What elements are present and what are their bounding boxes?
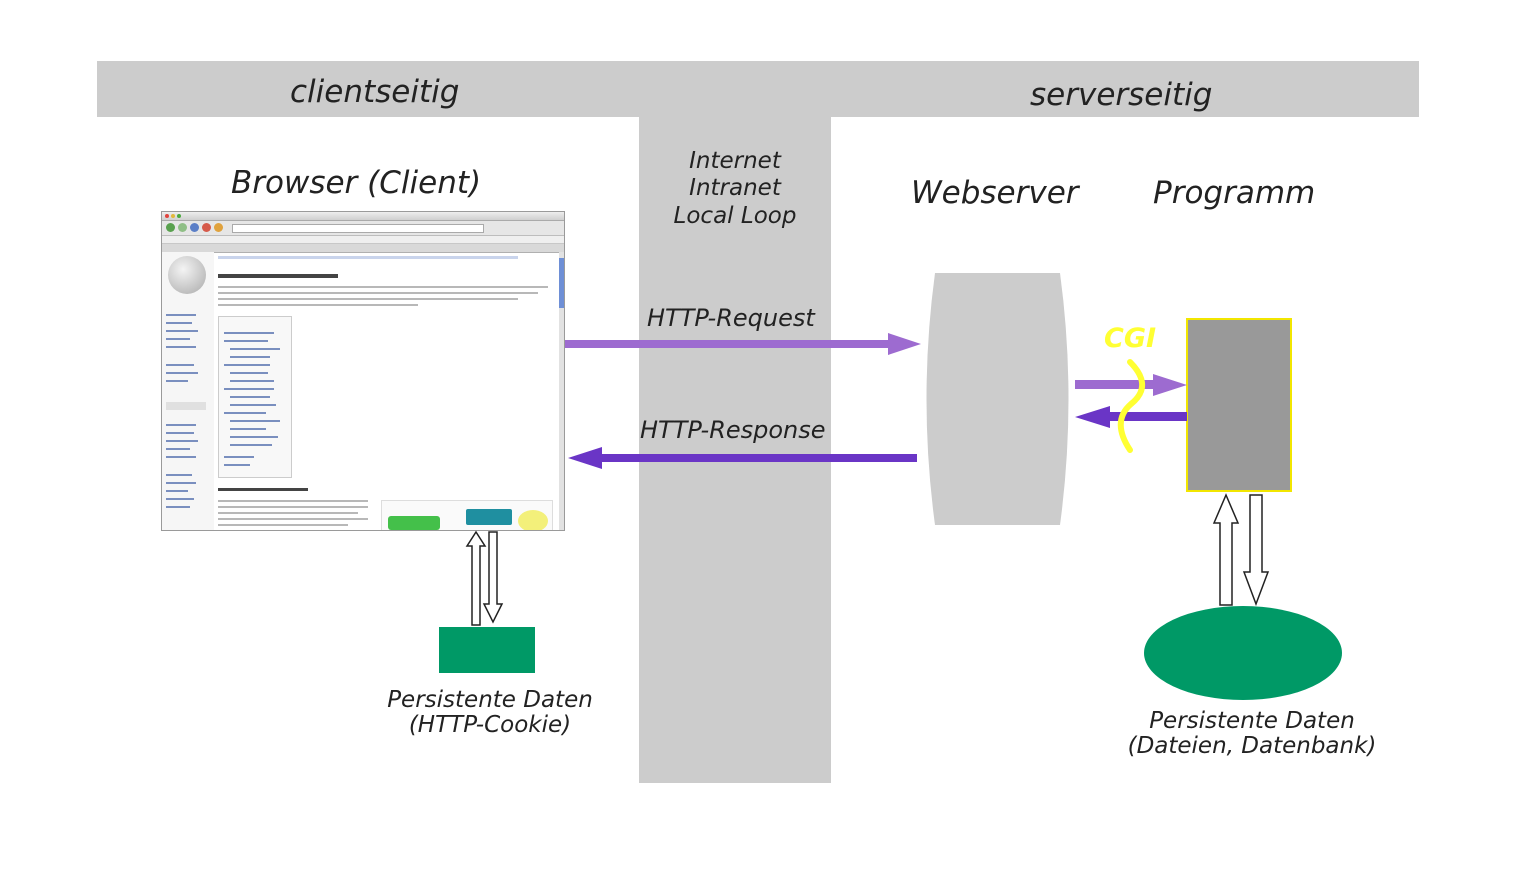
cookie-read-arrow [465,530,487,626]
address-bar [232,224,484,233]
browser-window-thumbnail [161,211,565,531]
reload-icon [190,223,199,232]
cookie-storage-block [439,627,535,673]
program-title: Programm [1153,175,1316,211]
db-storage-label-line2: (Dateien, Datenbank) [1127,733,1377,759]
browser-scrollbar [559,252,564,530]
http-response-label: HTTP-Response [640,416,826,444]
forward-icon [178,223,187,232]
bookmarks-bar [162,236,564,244]
database-storage-ellipse [1144,606,1342,700]
header-band [97,61,1419,117]
network-label-internet: Internet [689,148,781,174]
program-box [1186,318,1292,492]
db-read-arrow [1212,493,1240,606]
cgi-request-arrow [1075,374,1187,396]
db-storage-label-line1: Persistente Daten [1149,708,1355,734]
server-side-label: serverseitig [1030,77,1213,113]
cookie-storage-label-line2: (HTTP-Cookie) [408,712,572,738]
wiki-article [216,252,558,530]
home-icon [214,223,223,232]
cgi-interface-wave [1117,359,1146,453]
back-icon [166,223,175,232]
http-request-arrow [565,333,921,355]
cgi-response-arrow [1075,406,1187,428]
network-label-intranet: Intranet [689,175,781,201]
cookie-write-arrow [482,531,504,624]
tab-strip [162,244,564,253]
wiki-sidebar [162,252,214,530]
browser-title: Browser (Client) [231,165,482,201]
browser-titlebar [162,212,564,221]
webserver-title: Webserver [911,175,1079,211]
stop-icon [202,223,211,232]
cookie-storage-label-line1: Persistente Daten [387,687,593,713]
http-response-arrow [568,447,917,469]
network-label-local-loop: Local Loop [673,203,797,229]
db-write-arrow [1242,494,1270,607]
client-side-label: clientseitig [290,74,460,110]
browser-toolbar [162,221,564,236]
webserver-shape [926,273,1069,525]
wiki-globe-logo [168,256,206,294]
cgi-label: CGI [1104,323,1157,354]
network-band [639,117,831,783]
http-request-label: HTTP-Request [647,304,815,332]
